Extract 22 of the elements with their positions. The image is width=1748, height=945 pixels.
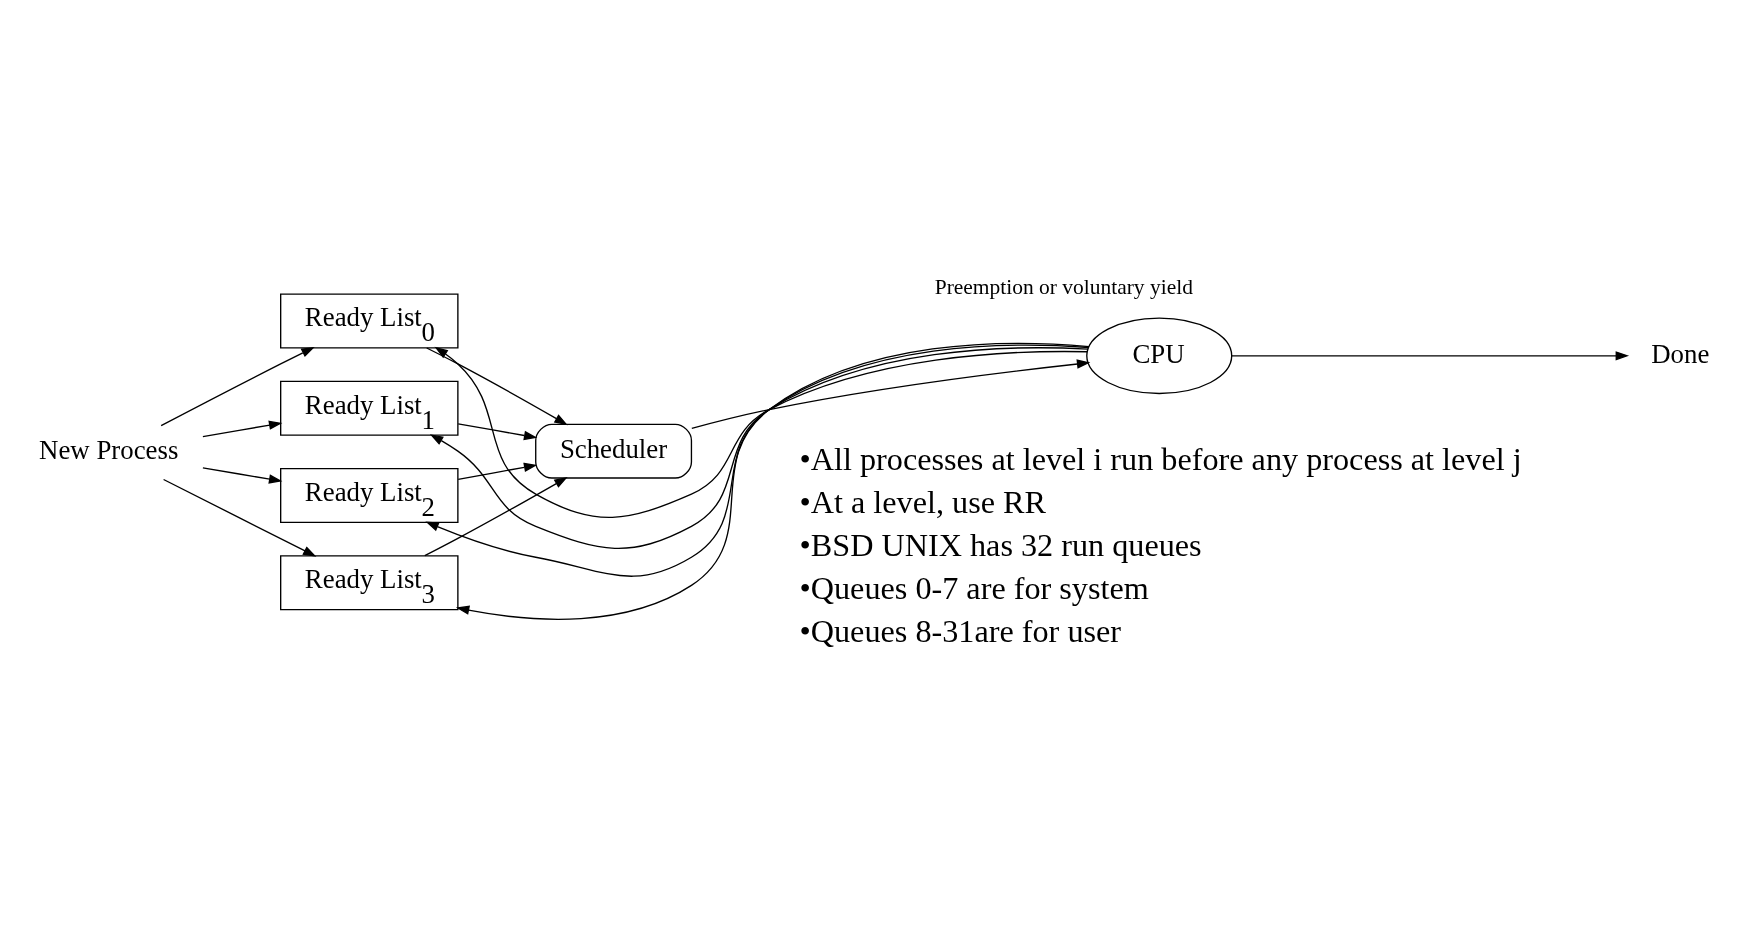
arrow — [1230, 351, 1630, 361]
arrow — [162, 478, 317, 557]
arrow — [691, 359, 1091, 430]
edge-label: Preemption or voluntary yield — [934, 274, 1193, 299]
node-box: Scheduler — [535, 423, 693, 479]
arrow — [426, 347, 568, 426]
arrow — [160, 346, 315, 427]
arrow — [424, 477, 568, 557]
label: •At a level, use RR — [799, 484, 1046, 521]
arrow — [457, 462, 538, 481]
node-text: New Process — [39, 435, 179, 466]
label: •Queues 8-31are for user — [799, 613, 1122, 650]
arrow — [434, 346, 1088, 519]
node-ellipse: CPU — [1086, 317, 1233, 395]
arrow — [202, 467, 283, 484]
arrow — [202, 420, 283, 438]
arrow — [457, 423, 538, 441]
label: •Queues 0-7 are for system — [799, 570, 1149, 607]
arrow — [455, 342, 1090, 620]
label: •All processes at level i run before any process at level j — [799, 441, 1522, 478]
node-text: Done — [1651, 338, 1710, 369]
label: •BSD UNIX has 32 run queues — [799, 527, 1202, 564]
